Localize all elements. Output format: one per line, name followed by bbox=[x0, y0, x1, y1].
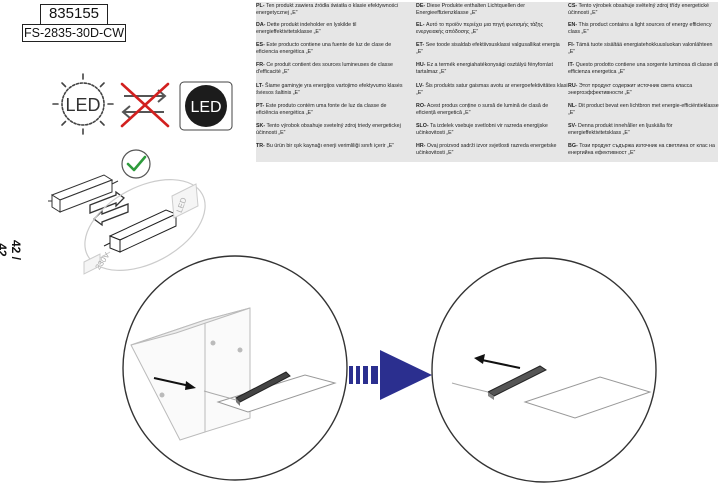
step-1-circle bbox=[122, 255, 348, 481]
led-filled-icon: LED bbox=[179, 81, 233, 131]
note-nl: NL- Dit product bevat een lichtbron met … bbox=[568, 103, 719, 116]
note-en: EN- This product contains a light source… bbox=[568, 22, 712, 35]
led-icons-diagram: LED LED bbox=[48, 73, 233, 275]
product-code: 835155 bbox=[40, 4, 108, 24]
led-outline-label: LED bbox=[65, 95, 100, 115]
note-it: IT- Questo prodotto contiene una sorgent… bbox=[568, 62, 718, 75]
note-hr: HR- Ovaj proizvod sadrži izvor svjetlost… bbox=[416, 143, 557, 156]
not-replaceable-icon bbox=[120, 82, 170, 128]
note-da: DA- Dette produkt indeholder en lyskilde… bbox=[256, 22, 357, 35]
note-es: ES- Este producto contiene una fuente de… bbox=[256, 42, 392, 55]
note-el: EL- Αυτό το προϊόν περιέχει μια πηγή φωτ… bbox=[416, 22, 544, 35]
note-bg: BG- Този продукт съдържа източник на све… bbox=[568, 143, 715, 156]
model-code: FS-2835-30D-CW bbox=[22, 24, 126, 42]
driver-box-icon bbox=[48, 174, 119, 213]
note-pl: PL- Ten produkt zawiera źródła światła o… bbox=[256, 3, 399, 16]
note-lt: LT- Šiame gaminyje yra energijos vartoji… bbox=[256, 83, 403, 96]
energy-class-notes: PL- Ten produkt zawiera źródła światła o… bbox=[256, 2, 719, 162]
swap-arrows-icon bbox=[89, 190, 129, 227]
step-2-circle bbox=[431, 257, 657, 483]
note-ro: RO- Acest produs conține o sursă de lumi… bbox=[416, 103, 549, 116]
note-pt: PT- Este produto contém uma fonte de luz… bbox=[256, 103, 387, 116]
note-cs: CS- Tento výrobek obsahuje světelný zdro… bbox=[568, 3, 709, 16]
note-hu: HU- Ez a termék energiahatékonysági oszt… bbox=[416, 62, 553, 75]
note-et: ET- See toode sisaldab efektiivsusklassi… bbox=[416, 42, 560, 55]
note-sv: SV- Denna produkt innehåller en ljuskäll… bbox=[568, 123, 673, 136]
note-lv: LV- Šis produkts satur gaismas avotu ar … bbox=[416, 83, 568, 96]
note-fi: FI- Tämä tuote sisältää energiatehokkuus… bbox=[568, 42, 713, 55]
note-de: DE- Diese Produkte enthalten Lichtquelle… bbox=[416, 3, 525, 16]
next-step-arrow bbox=[349, 350, 432, 400]
note-tr: TR- Bu ürün bir ışık kaynağı enerji veri… bbox=[256, 143, 395, 149]
driver-installation-drawing: LED 230V bbox=[83, 179, 206, 275]
note-ru: RU- Этот продукт содержит источник света… bbox=[568, 83, 693, 96]
note-fr: FR- Ce produit contient des sources lumi… bbox=[256, 62, 393, 75]
check-icon bbox=[121, 149, 151, 179]
led-light-source-icon: LED bbox=[52, 73, 114, 135]
note-slo: SLO- Ta izdelek vsebuje svetlobni vir ra… bbox=[416, 123, 548, 136]
led-filled-label: LED bbox=[190, 99, 221, 116]
note-sk: SK- Tento výrobok obsahuje svetelný zdro… bbox=[256, 123, 401, 136]
